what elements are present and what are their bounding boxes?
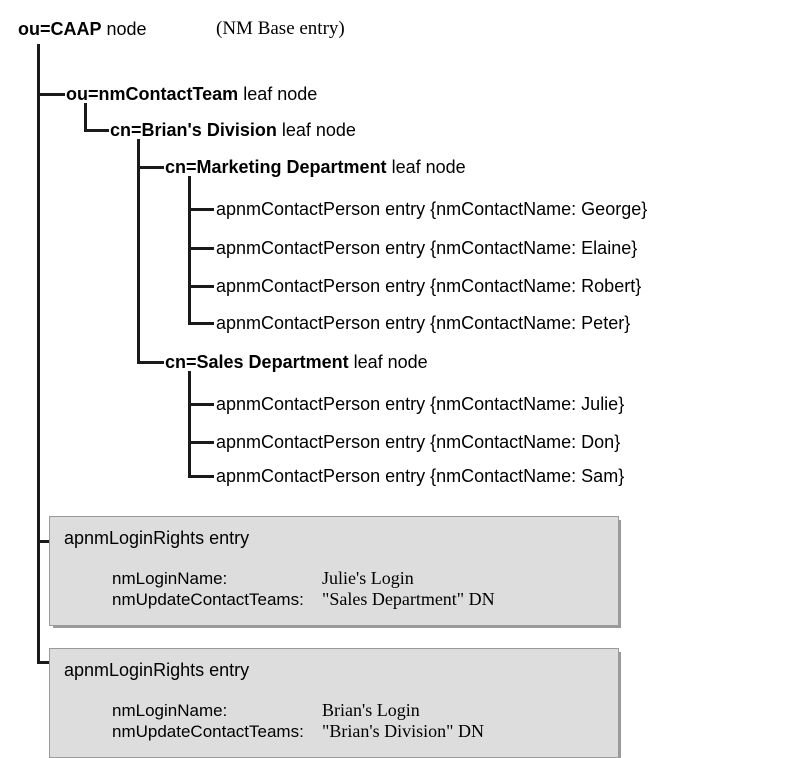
- contact-person-entry: apnmContactPerson entry {nmContactName: …: [216, 432, 621, 452]
- tree-connector-sales-person-2: [188, 475, 214, 478]
- node-marketing-department-kind: leaf node: [386, 157, 466, 177]
- attribute-value: "Brian's Division" DN: [322, 721, 484, 741]
- contact-person-entry: apnmContactPerson entry {nmContactName: …: [216, 199, 648, 219]
- node-marketing-department: cn=Marketing Department leaf node: [165, 158, 466, 176]
- login-rights-attributes: nmLoginName: Julie's Login nmUpdateConta…: [112, 569, 495, 611]
- tree-connector-marketing-department: [137, 166, 164, 169]
- attribute-row: nmLoginName: Brian's Login: [112, 701, 484, 722]
- attribute-row: nmUpdateContactTeams: "Brian's Division"…: [112, 722, 484, 743]
- contact-person-entry: apnmContactPerson entry {nmContactName: …: [216, 238, 638, 258]
- node-sales-department-kind: leaf node: [348, 352, 428, 372]
- attribute-name: nmUpdateContactTeams:: [112, 722, 304, 741]
- node-marketing-department-dn: cn=Marketing Department: [165, 157, 387, 177]
- login-rights-attributes: nmLoginName: Brian's Login nmUpdateConta…: [112, 701, 484, 743]
- node-root-caap: ou=CAAP node: [18, 20, 147, 38]
- tree-spine-level0: [37, 44, 40, 664]
- tree-connector-marketing-person-3: [188, 322, 214, 325]
- contact-person-entry: apnmContactPerson entry {nmContactName: …: [216, 466, 625, 486]
- tree-spine-sales-people: [188, 371, 191, 477]
- node-brians-division-dn: cn=Brian's Division: [110, 120, 277, 140]
- node-root-caap-dn: ou=CAAP: [18, 19, 102, 39]
- attribute-name: nmLoginName:: [112, 569, 228, 588]
- node-nmcontactteam-dn: ou=nmContactTeam: [66, 84, 239, 104]
- node-nmcontactteam-kind: leaf node: [238, 84, 318, 104]
- contact-person-entry: apnmContactPerson entry {nmContactName: …: [216, 313, 631, 333]
- login-rights-title: apnmLoginRights entry: [64, 660, 250, 680]
- login-rights-box: apnmLoginRights entry nmLoginName: Brian…: [49, 648, 619, 758]
- node-brians-division: cn=Brian's Division leaf node: [110, 121, 356, 139]
- login-rights-box: apnmLoginRights entry nmLoginName: Julie…: [49, 516, 619, 626]
- attribute-value: "Sales Department" DN: [322, 589, 495, 609]
- tree-spine-level2: [137, 139, 140, 364]
- login-rights-title: apnmLoginRights entry: [64, 528, 250, 548]
- tree-connector-nmcontactteam: [37, 93, 65, 96]
- node-root-caap-kind: node: [101, 19, 147, 39]
- tree-connector-sales-person-1: [188, 441, 214, 444]
- attribute-value: Julie's Login: [322, 568, 414, 588]
- attribute-name: nmUpdateContactTeams:: [112, 590, 304, 609]
- tree-connector-marketing-person-1: [188, 247, 214, 250]
- contact-person-entry: apnmContactPerson entry {nmContactName: …: [216, 394, 625, 414]
- node-nmcontactteam: ou=nmContactTeam leaf node: [66, 85, 317, 103]
- tree-connector-sales-person-0: [188, 403, 214, 406]
- attribute-row: nmLoginName: Julie's Login: [112, 569, 495, 590]
- tree-spine-level1: [84, 103, 87, 132]
- tree-connector-sales-department: [137, 361, 164, 364]
- tree-connector-login-rights-0: [37, 540, 51, 543]
- attribute-row: nmUpdateContactTeams: "Sales Department"…: [112, 590, 495, 611]
- node-sales-department-dn: cn=Sales Department: [165, 352, 349, 372]
- tree-spine-marketing-people: [188, 176, 191, 324]
- tree-connector-marketing-person-0: [188, 208, 214, 211]
- tree-connector-marketing-person-2: [188, 285, 214, 288]
- root-annotation: (NM Base entry): [216, 18, 345, 39]
- attribute-value: Brian's Login: [322, 700, 420, 720]
- tree-connector-brians-division: [84, 129, 109, 132]
- node-sales-department: cn=Sales Department leaf node: [165, 353, 428, 371]
- tree-connector-login-rights-1: [37, 661, 51, 664]
- attribute-name: nmLoginName:: [112, 701, 228, 720]
- node-brians-division-kind: leaf node: [276, 120, 356, 140]
- contact-person-entry: apnmContactPerson entry {nmContactName: …: [216, 276, 642, 296]
